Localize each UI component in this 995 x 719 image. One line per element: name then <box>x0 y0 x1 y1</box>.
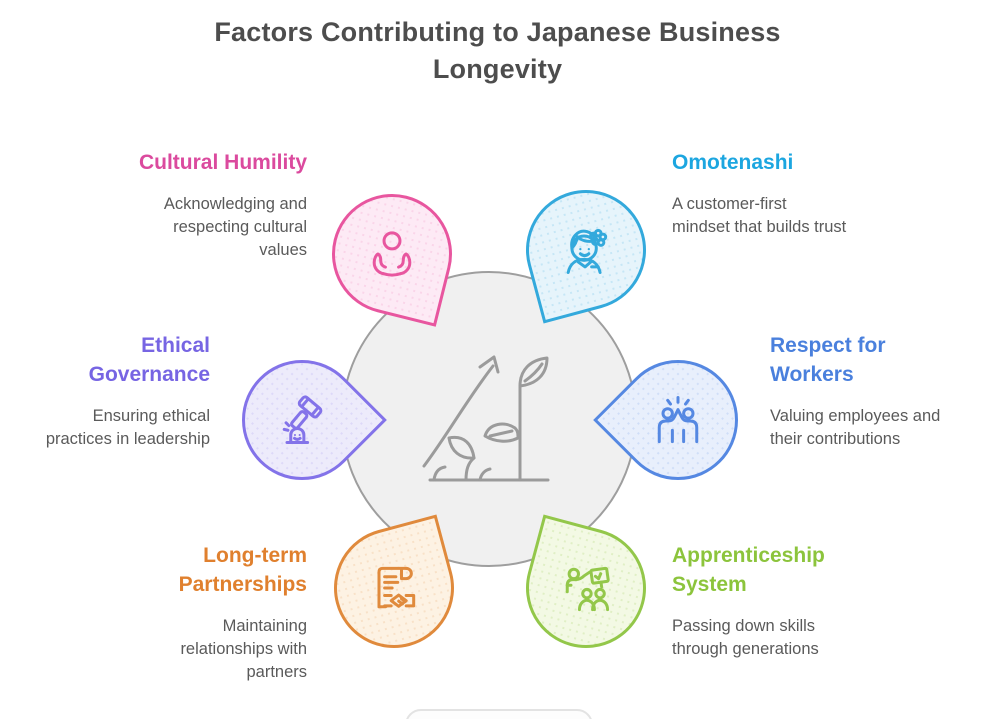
petal-respect-for-workers <box>593 335 763 505</box>
factor-description: Ensuring ethical practices in leadership <box>45 407 210 448</box>
contract-handshake-icon <box>337 531 451 645</box>
growth-sprout-icon <box>408 348 588 493</box>
petal-long-term-partnerships <box>320 514 468 662</box>
factor-title: Omotenashi <box>672 151 794 174</box>
petal-ethical-governance <box>217 335 387 505</box>
factor-description: Valuing employees and their contribution… <box>770 407 941 448</box>
factor-description: A customer-first mindset that builds tru… <box>672 195 847 236</box>
factor-title: Long-term Partnerships <box>178 544 307 596</box>
factor-description: Acknowledging and respecting cultural va… <box>163 195 307 259</box>
factor-title: Respect for Workers <box>770 334 886 386</box>
page-title: Factors Contributing to Japanese Busines… <box>214 17 781 84</box>
petal-cultural-humility <box>319 181 465 327</box>
factor-description: Maintaining relationships with partners <box>180 617 307 681</box>
head-in-hands-icon <box>335 197 449 311</box>
factor-description: Passing down skills through generations <box>672 617 819 658</box>
petal-omotenashi <box>512 176 660 324</box>
gavel-icon <box>245 363 359 477</box>
center-circle <box>341 271 637 567</box>
high-five-icon <box>621 363 735 477</box>
bottom-badge[interactable] <box>405 709 593 719</box>
factor-title: Ethical Governance <box>88 334 210 386</box>
petal-apprenticeship-system <box>512 514 660 662</box>
hostess-face-icon <box>529 193 643 307</box>
teaching-icon <box>529 531 643 645</box>
factor-title: Apprenticeship System <box>672 544 825 596</box>
factor-title: Cultural Humility <box>138 151 307 174</box>
